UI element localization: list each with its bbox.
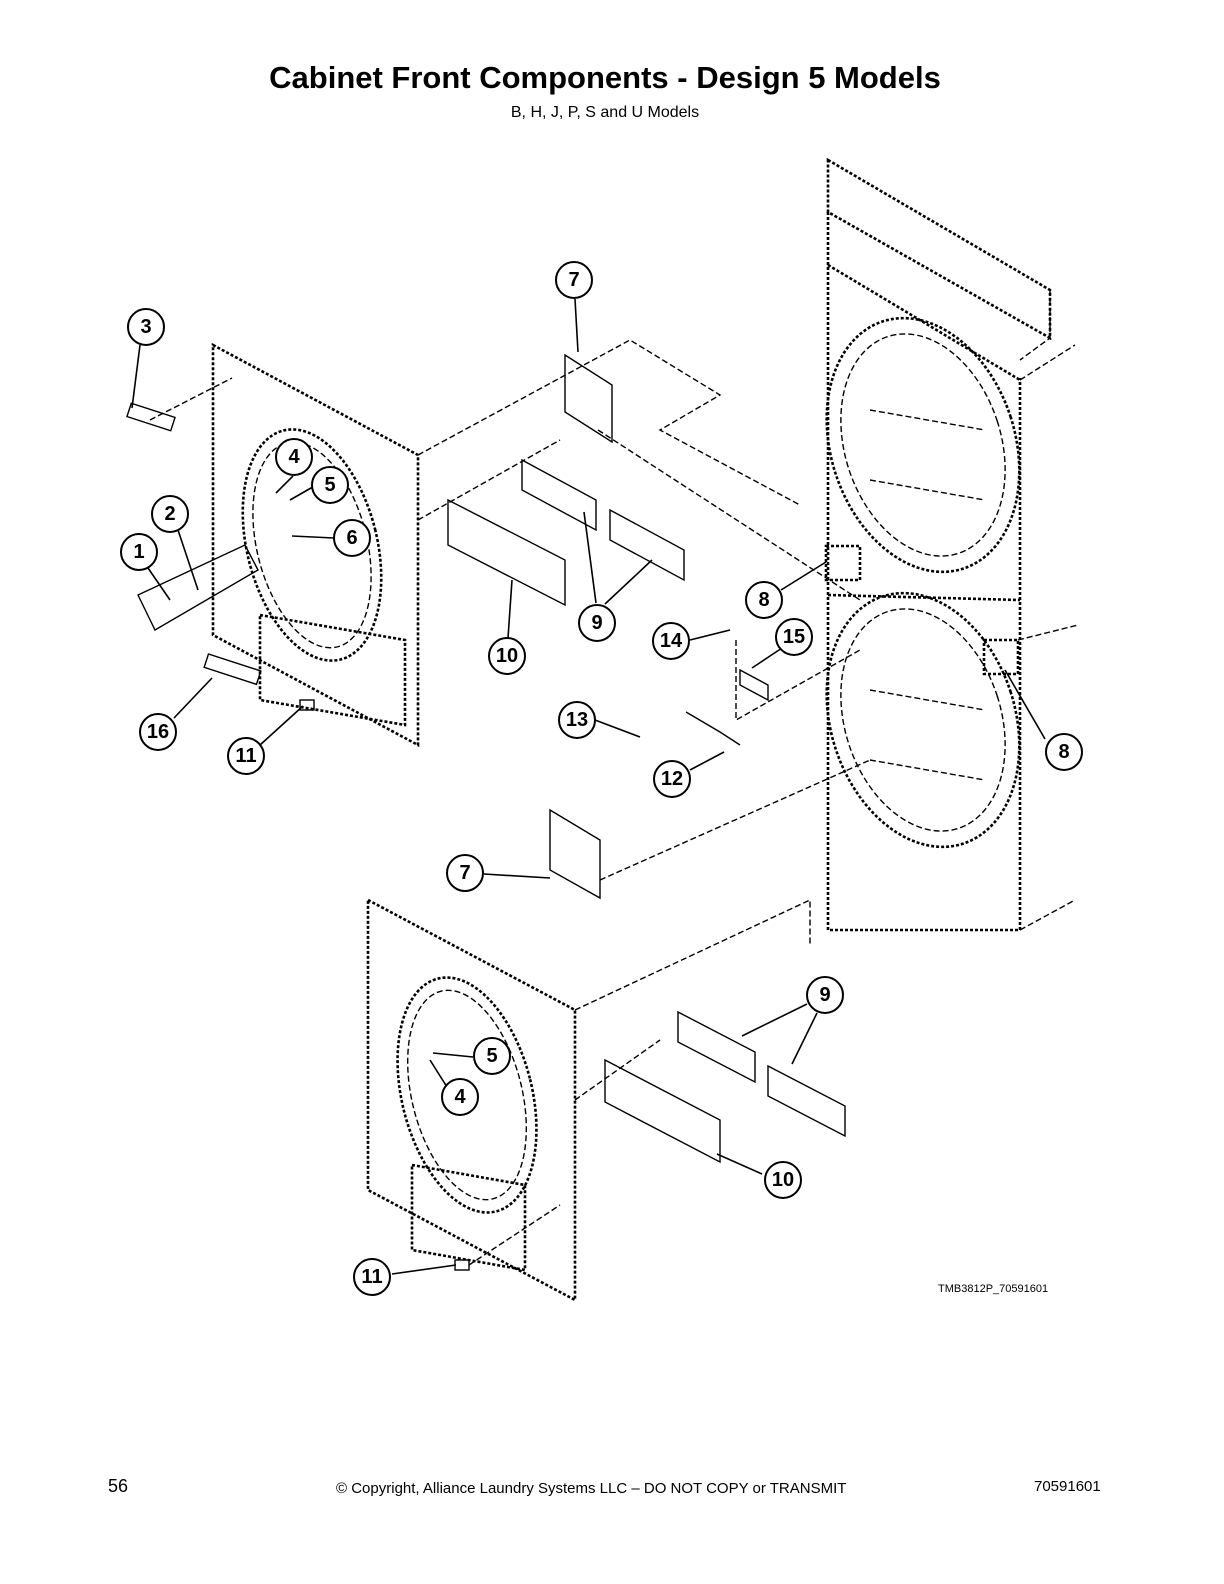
callout-8: 8 — [745, 581, 783, 619]
callout-16: 16 — [139, 713, 177, 751]
callout-10: 10 — [488, 637, 526, 675]
callout-14: 14 — [652, 622, 690, 660]
upper-components — [126, 353, 861, 746]
svg-text:2: 2 — [164, 503, 175, 525]
svg-text:13: 13 — [566, 709, 588, 731]
svg-text:12: 12 — [661, 768, 683, 790]
svg-text:10: 10 — [496, 645, 518, 667]
svg-text:9: 9 — [819, 984, 830, 1006]
svg-text:8: 8 — [758, 589, 769, 611]
callout-9-lower: 9 — [806, 976, 844, 1014]
callout-10-lower: 10 — [764, 1161, 802, 1199]
callout-11-lower: 11 — [353, 1258, 391, 1296]
callout-9: 9 — [578, 604, 616, 642]
upper-front-panel — [137, 339, 801, 748]
drawing-code: TMB3812P_70591601 — [938, 1283, 1049, 1295]
svg-text:9: 9 — [591, 612, 602, 634]
callout-5: 5 — [311, 466, 349, 504]
page-title: Cabinet Front Components - Design 5 Mode… — [269, 60, 941, 95]
svg-text:11: 11 — [361, 1266, 382, 1288]
callout-7-lower: 7 — [446, 854, 484, 892]
svg-text:1: 1 — [133, 541, 144, 563]
svg-text:6: 6 — [346, 527, 357, 549]
callout-1: 1 — [120, 533, 158, 571]
svg-text:5: 5 — [324, 474, 335, 496]
callout-8-right: 8 — [1045, 733, 1083, 771]
document-number: 70591601 — [1034, 1478, 1101, 1495]
callout-5-lower: 5 — [473, 1037, 511, 1075]
svg-text:8: 8 — [1058, 741, 1069, 763]
svg-text:7: 7 — [568, 269, 579, 291]
svg-text:4: 4 — [288, 446, 300, 468]
callout-3: 3 — [127, 308, 165, 346]
page-subtitle: B, H, J, P, S and U Models — [510, 104, 700, 121]
lower-front-panel — [366, 759, 871, 1303]
callout-2: 2 — [151, 495, 189, 533]
svg-text:5: 5 — [486, 1045, 497, 1067]
callout-4: 4 — [275, 438, 313, 476]
svg-text:4: 4 — [454, 1086, 466, 1108]
svg-text:11: 11 — [235, 745, 256, 767]
copyright-notice: © Copyright, Alliance Laundry Systems LL… — [336, 1480, 847, 1497]
svg-text:16: 16 — [147, 721, 169, 743]
callout-11: 11 — [227, 737, 265, 775]
cabinet-frame — [824, 157, 1079, 932]
svg-text:14: 14 — [660, 630, 683, 652]
callout-4-lower: 4 — [441, 1078, 479, 1116]
svg-text:15: 15 — [783, 626, 805, 648]
callout-13: 13 — [558, 701, 596, 739]
svg-text:3: 3 — [140, 316, 151, 338]
callout-6: 6 — [333, 519, 371, 557]
svg-text:7: 7 — [459, 862, 470, 884]
page-number: 56 — [108, 1476, 129, 1496]
callout-15: 15 — [775, 618, 813, 656]
callout-7: 7 — [555, 261, 593, 299]
callout-12: 12 — [653, 760, 691, 798]
svg-text:10: 10 — [772, 1169, 794, 1191]
leader-lines — [131, 298, 1046, 1275]
